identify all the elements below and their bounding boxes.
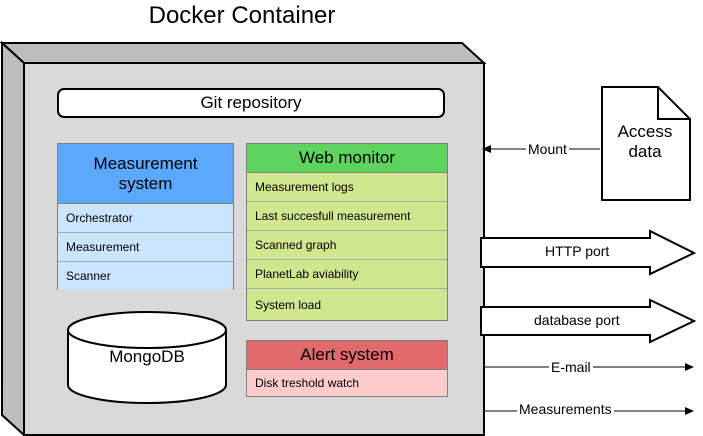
list-item: Scanner [66,269,111,283]
web-monitor-list: Measurement logs Last succesfull measure… [247,173,447,320]
measurements-label: Measurements [517,401,614,417]
web-monitor-panel: Web monitor Measurement logs Last succes… [246,143,448,321]
list-item: PlanetLab aviability [247,260,447,289]
measurement-system-title: Measurement system [93,153,198,193]
git-repository-box: Git repository [57,88,445,118]
alert-system-panel: Alert system Disk treshold watch [246,340,448,397]
access-data-document [601,86,691,201]
mongodb-cylinder-top [67,311,227,349]
alert-system-title: Alert system [300,345,394,364]
measurement-system-list: Orchestrator Measurement Scanner [58,204,233,290]
container-top-face [0,42,487,64]
email-label: E-mail [549,359,593,375]
web-monitor-title: Web monitor [298,148,396,167]
list-item: Measurement logs [247,173,447,202]
http-port-label: HTTP port [545,243,610,259]
diagram-title: Docker Container [148,2,336,29]
alert-system-list: Disk treshold watch [247,370,447,396]
measurements-arrowhead [685,407,694,415]
list-item: System load [255,297,322,312]
container-side-face [1,40,25,436]
measurement-system-panel: Measurement system Orchestrator Measurem… [57,143,234,290]
document-fold [657,87,690,120]
http-port-arrow [480,229,697,276]
mount-label: Mount [526,141,569,157]
database-port-arrow [480,298,697,344]
list-item: Orchestrator [58,204,233,233]
email-arrowhead [685,363,694,371]
mongodb-cylinder-body [67,330,227,404]
access-data-label: Access data [617,122,673,161]
database-port-label: database port [534,312,620,328]
list-item: Disk treshold watch [255,376,360,390]
measurement-system-header: Measurement system [58,144,233,204]
list-item: Measurement [58,233,233,262]
mongodb-label: MongoDB [109,347,185,366]
list-item: Scanned graph [247,231,447,260]
alert-system-header: Alert system [247,341,447,370]
mount-arrowhead [482,145,491,153]
web-monitor-header: Web monitor [247,144,447,173]
list-item: Last succesfull measurement [247,202,447,231]
